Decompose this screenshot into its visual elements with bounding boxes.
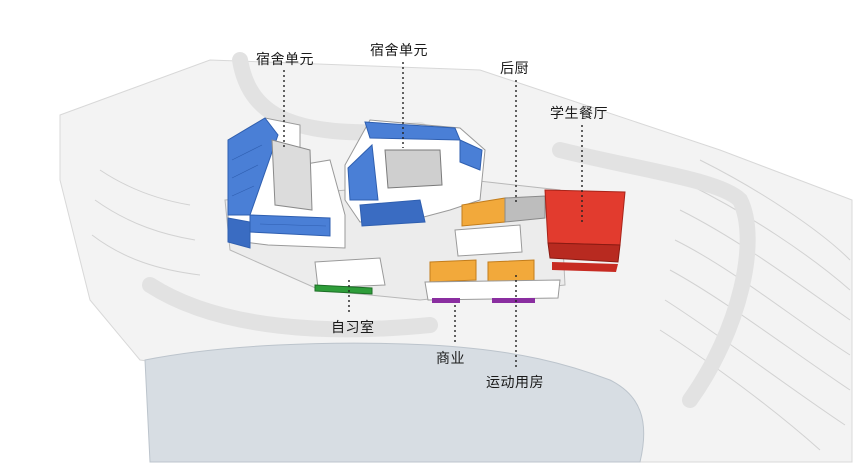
sports-blocks — [424, 259, 561, 301]
dorm-unit-a — [227, 117, 346, 249]
commerce-strip — [432, 298, 535, 303]
lake — [144, 342, 645, 463]
label-kitchen: 后厨 — [500, 61, 529, 77]
label-commerce: 商业 — [436, 351, 465, 367]
dining-hall — [544, 189, 626, 272]
label-dorm-unit-a: 宿舍单元 — [256, 52, 314, 68]
label-dorm-unit-b: 宿舍单元 — [370, 43, 428, 59]
dorm-unit-b — [344, 119, 486, 227]
leader-lines — [283, 62, 583, 367]
kitchen-block — [454, 195, 546, 257]
label-study-room: 自习室 — [331, 320, 375, 336]
study-room — [314, 257, 386, 295]
label-sports-rooms: 运动用房 — [486, 375, 544, 391]
label-dining-hall: 学生餐厅 — [550, 106, 608, 122]
contour-lines — [91, 159, 851, 451]
